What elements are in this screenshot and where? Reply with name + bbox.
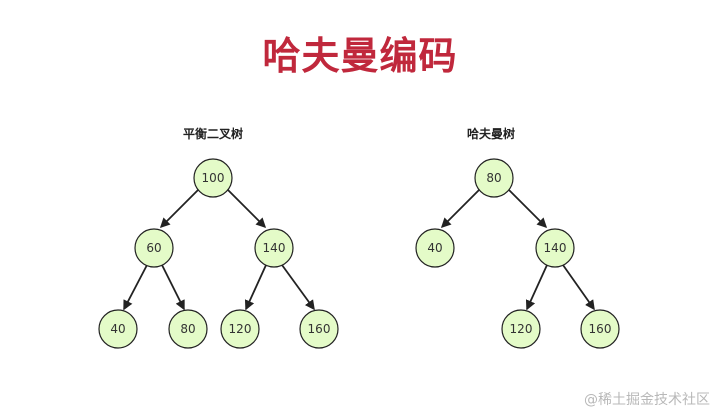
node-160	[299, 309, 339, 349]
watermark: @稀土掘金技术社区	[584, 392, 710, 408]
huffman-node-160-label: 160	[589, 322, 612, 336]
huffman-node-160	[580, 309, 620, 349]
edge-140-to-120	[525, 264, 548, 311]
edge-60-to-40	[123, 264, 148, 311]
edge-140-to-160	[562, 264, 595, 311]
edge-140-to-160	[281, 264, 315, 311]
node-100	[193, 158, 233, 198]
balanced-tree-title: 平衡二叉树	[183, 127, 244, 141]
edge-100-to-140	[225, 187, 267, 229]
node-140-label: 140	[263, 241, 286, 255]
huffman-node-120-label: 120	[510, 322, 533, 336]
huffman-node-40-label: 40	[427, 241, 442, 255]
node-80	[168, 309, 208, 349]
huffman-node-120	[501, 309, 541, 349]
node-120	[220, 309, 260, 349]
edge-60-to-80	[161, 264, 185, 311]
huffman-node-80-label: 80	[486, 171, 501, 185]
node-160-label: 160	[308, 322, 331, 336]
page-title: 哈夫曼编码	[262, 34, 458, 78]
huffman-tree-title: 哈夫曼树	[467, 127, 516, 141]
node-80-label: 80	[180, 322, 195, 336]
node-60	[134, 228, 174, 268]
edge-80-to-40	[440, 187, 482, 229]
edge-100-to-60	[159, 187, 201, 229]
node-40-label: 40	[110, 322, 125, 336]
huffman-node-140	[535, 228, 575, 268]
node-100-label: 100	[202, 171, 225, 185]
huffman-node-80	[474, 158, 514, 198]
balanced-tree: 100 60 140 40 80 120 160	[98, 158, 339, 349]
node-120-label: 120	[229, 322, 252, 336]
node-40	[98, 309, 138, 349]
node-140	[254, 228, 294, 268]
node-60-label: 60	[146, 241, 161, 255]
huffman-node-140-label: 140	[544, 241, 567, 255]
edge-80-to-140	[506, 187, 548, 229]
edge-140-to-120	[244, 264, 267, 311]
huffman-tree: 80 40 140 120 160	[415, 158, 620, 349]
huffman-node-40	[415, 228, 455, 268]
